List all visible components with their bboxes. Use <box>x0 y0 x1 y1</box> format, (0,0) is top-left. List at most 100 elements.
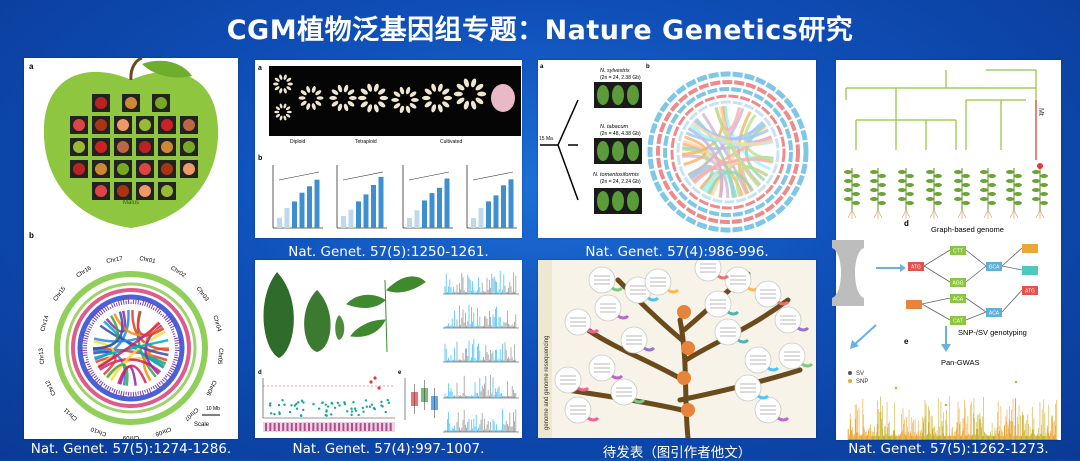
legend-snp: SNP <box>856 379 868 385</box>
plant-leaf <box>926 179 934 183</box>
bar <box>415 210 420 228</box>
bar <box>277 218 282 228</box>
scatter-point <box>302 409 304 411</box>
chromosome-label: Chr17 <box>106 256 124 265</box>
bar <box>341 216 346 228</box>
panel-label-a: a <box>258 65 262 72</box>
citation-6: 待发表（图引作者他文） <box>538 441 816 461</box>
scatter-point <box>334 407 336 409</box>
plant-leaf <box>1040 183 1048 187</box>
tree-branches <box>846 70 1036 160</box>
graph-node-label: ATG <box>911 265 921 271</box>
circos-hist-bar <box>86 359 88 360</box>
leaf-photos <box>264 272 425 358</box>
plant-leaf <box>1014 183 1022 187</box>
gene-mark <box>373 423 375 431</box>
plant-leaf <box>1032 170 1040 174</box>
chromosome-label: Chr04 <box>211 315 221 333</box>
plant-leaf <box>926 197 934 201</box>
citation-5: Nat. Genet. 57(4):997-1007. <box>255 441 522 457</box>
scatter-point <box>321 402 323 404</box>
chromosome-label: Chr11 <box>63 406 79 422</box>
seed <box>477 92 486 97</box>
label-diploid: Diploid <box>290 139 306 145</box>
scatter-point <box>366 405 368 407</box>
bar <box>479 208 484 228</box>
circos-hist-bar <box>162 379 164 381</box>
svg-text:(2n = 48, 4.38 Gb): (2n = 48, 4.38 Gb) <box>600 131 641 137</box>
scatter-point <box>325 403 327 405</box>
plant-leaf <box>954 170 962 174</box>
graph-genome-title: Graph-based genome <box>931 225 1004 234</box>
bar <box>379 177 384 228</box>
legend-sv: SV <box>856 371 864 377</box>
plant-leaf <box>988 201 996 205</box>
circos-hist-bar <box>92 320 95 322</box>
plant-leaf <box>1006 188 1014 192</box>
node-marker <box>681 403 695 417</box>
circos-hist-bar <box>155 385 158 389</box>
plant-root <box>984 210 992 219</box>
scatter-point <box>301 400 303 402</box>
gene-mark <box>265 423 267 431</box>
chromosome-label: Chr02 <box>169 265 187 279</box>
chromosome-label: Chr14 <box>40 314 50 332</box>
scatter-point <box>354 407 356 409</box>
apple-center-label: Malus <box>123 200 139 206</box>
plant-leaf <box>962 192 970 196</box>
leaf-accent <box>668 290 678 292</box>
scatter-point <box>350 414 352 416</box>
leaf-3 <box>335 315 344 340</box>
leaf-accent <box>778 418 788 420</box>
circos-hist-bar <box>136 299 137 304</box>
gene-mark <box>364 423 366 431</box>
gene-mark <box>304 423 306 431</box>
gene-mark <box>347 423 349 431</box>
chromosome-label: Chr07 <box>182 406 199 422</box>
gene-mark <box>278 423 280 431</box>
plant-leaf <box>1014 201 1022 205</box>
scatter-point <box>343 401 345 403</box>
scatter-point <box>278 413 280 415</box>
circos-hist-bar <box>114 303 115 307</box>
page-title: CGM植物泛基因组专题：Nature Genetics研究 <box>0 8 1080 47</box>
circos-hist-bar <box>140 302 141 304</box>
leaf-accent <box>728 312 738 314</box>
pan-gwas-title: Pan-GWAS <box>941 358 979 367</box>
apple-fruit <box>139 163 151 175</box>
plant-root <box>874 210 882 219</box>
panel-label-a: a <box>29 62 34 71</box>
bar <box>285 208 290 228</box>
plant-flower <box>1037 163 1043 169</box>
scatter-point <box>326 414 328 416</box>
scatter-point <box>278 404 280 406</box>
scatter-point <box>362 411 364 413</box>
scatter-point <box>269 402 271 404</box>
circos-hist-bar <box>149 303 151 308</box>
leaf <box>597 141 609 161</box>
graph-node-label: ACA <box>989 311 1000 317</box>
plant-leaf <box>844 188 852 192</box>
scatter-point <box>281 399 283 401</box>
bar <box>364 194 369 228</box>
gene-mark <box>368 423 370 431</box>
leaf-accent <box>644 348 654 350</box>
leaf <box>627 141 639 161</box>
apple-fruit <box>183 163 195 175</box>
plant-leaf <box>926 188 934 192</box>
significance-bracket <box>473 172 513 180</box>
chromosome-label: Chr08 <box>154 425 172 437</box>
plant-leaf <box>934 174 942 178</box>
leaf-accent <box>578 388 588 390</box>
leaf-accent <box>758 396 768 398</box>
scatter-point <box>369 406 371 408</box>
seed <box>358 96 366 100</box>
scatter-point <box>327 405 329 407</box>
citation-3: Nat. Genet. 57(4):986-996. <box>538 244 816 260</box>
plant-leaf <box>878 174 886 178</box>
leaf-accent <box>718 276 728 278</box>
circos-hist-bar <box>104 306 107 311</box>
leaf <box>597 85 609 105</box>
bar <box>349 210 354 228</box>
bar <box>315 180 320 228</box>
